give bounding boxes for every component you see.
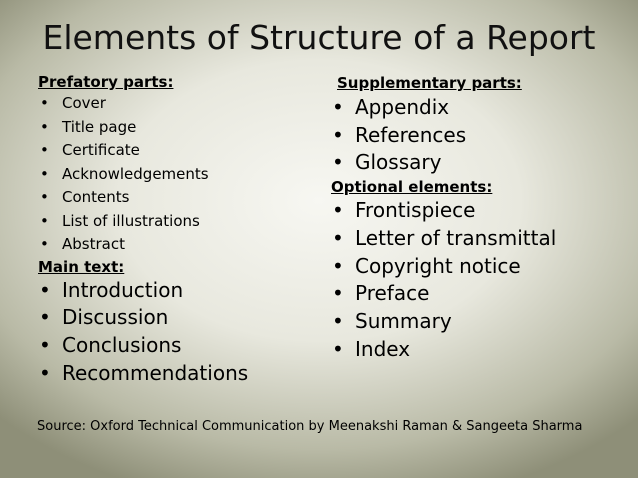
supplementary-list: Appendix References Glossary: [331, 94, 611, 177]
left-column: Prefatory parts: Cover Title page Certif…: [38, 72, 308, 387]
list-item: Frontispiece: [331, 197, 611, 225]
list-item: Copyright notice: [331, 253, 611, 281]
main-text-list: Introduction Discussion Conclusions Reco…: [38, 277, 308, 388]
list-item: Introduction: [38, 277, 308, 305]
list-item: Preface: [331, 280, 611, 308]
list-item: List of illustrations: [38, 210, 308, 234]
optional-list: Frontispiece Letter of transmittal Copyr…: [331, 197, 611, 363]
list-item: Appendix: [331, 94, 611, 122]
list-item: Index: [331, 336, 611, 364]
list-item: Cover: [38, 92, 308, 116]
list-item: Certificate: [38, 139, 308, 163]
list-item: Conclusions: [38, 332, 308, 360]
list-item: Recommendations: [38, 360, 308, 388]
optional-heading: Optional elements:: [331, 178, 493, 197]
prefatory-list: Cover Title page Certificate Acknowledge…: [38, 92, 308, 257]
main-text-heading: Main text:: [38, 257, 125, 276]
right-column: Supplementary parts: Appendix References…: [331, 73, 611, 363]
prefatory-heading: Prefatory parts:: [38, 73, 174, 91]
list-item: Summary: [331, 308, 611, 336]
source-citation: Source: Oxford Technical Communication b…: [37, 419, 583, 434]
list-item: Glossary: [331, 149, 611, 177]
list-item: References: [331, 122, 611, 150]
list-item: Acknowledgements: [38, 163, 308, 187]
list-item: Discussion: [38, 304, 308, 332]
list-item: Title page: [38, 116, 308, 140]
list-item: Letter of transmittal: [331, 225, 611, 253]
list-item: Abstract: [38, 233, 308, 257]
supplementary-heading: Supplementary parts:: [337, 74, 522, 92]
slide-title: Elements of Structure of a Report: [42, 18, 596, 57]
list-item: Contents: [38, 186, 308, 210]
